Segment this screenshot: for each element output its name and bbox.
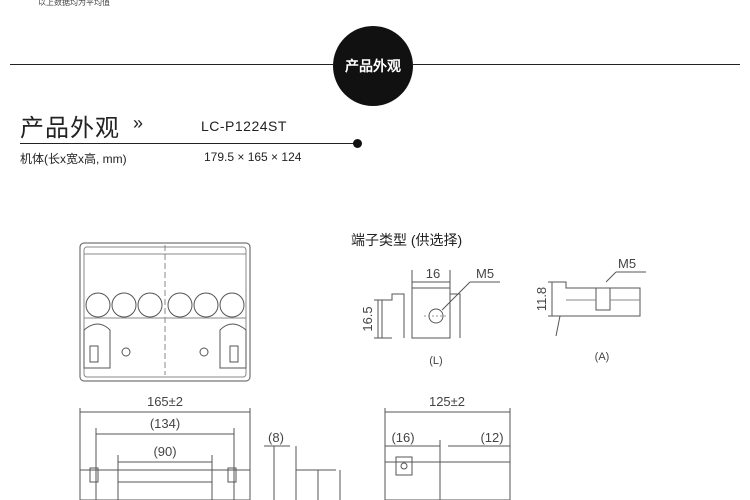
model-dot xyxy=(353,139,362,148)
terminal-L xyxy=(374,270,500,339)
dimension-label: 机体(长x宽x高, mm) xyxy=(20,152,127,166)
side-right-label: (12) xyxy=(480,430,503,445)
terminal-A-bolt: M5 xyxy=(618,256,636,271)
terminal-L-bolt: M5 xyxy=(476,266,494,281)
terminal-A-height: 11.8 xyxy=(534,287,549,311)
terminal-A xyxy=(548,271,646,337)
terminal-L-width: 16 xyxy=(426,266,440,281)
front-side-label: (8) xyxy=(268,430,284,445)
divider-left xyxy=(10,64,333,65)
side-left-label: (16) xyxy=(391,430,414,445)
divider-right xyxy=(413,64,740,65)
chevron-icon: » xyxy=(133,113,144,133)
model-underline xyxy=(20,143,357,144)
side-dimensions xyxy=(384,408,511,500)
dimension-value: 179.5 × 165 × 124 xyxy=(204,150,302,164)
section-title: 产品外观 xyxy=(20,115,120,142)
section-badge: 产品外观 xyxy=(333,26,413,106)
model-number: LC-P1224ST xyxy=(201,118,287,134)
front-width-label: 165±2 xyxy=(147,394,183,409)
terminal-L-caption: (L) xyxy=(429,355,442,367)
terminal-L-height: 16.5 xyxy=(360,306,375,331)
terminal-types-title: 端子类型 (供选择) xyxy=(351,232,463,248)
side-width-label: 125±2 xyxy=(429,394,465,409)
terminal-A-caption: (A) xyxy=(595,351,610,363)
top-note: 以上数据均为平均值 xyxy=(38,0,110,7)
front-center-label: (90) xyxy=(153,444,176,459)
front-dimensions xyxy=(79,408,341,500)
battery-top-view xyxy=(79,242,251,382)
front-inner-label: (134) xyxy=(150,416,180,431)
